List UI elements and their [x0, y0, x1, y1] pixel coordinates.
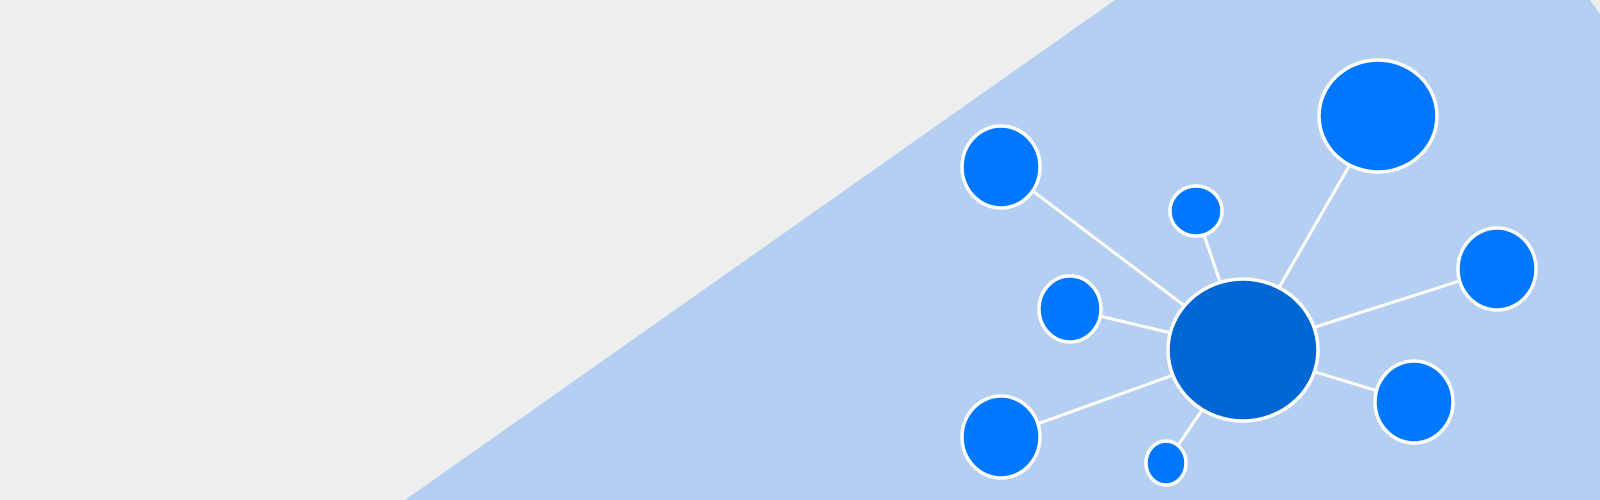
network-nodes — [960, 58, 1538, 487]
node-bottom-left — [960, 394, 1042, 480]
node-top-left — [960, 124, 1042, 210]
node-right — [1456, 226, 1538, 312]
network-hub-icon — [1166, 277, 1320, 423]
node-bottom-small — [1144, 439, 1188, 487]
node-top-right — [1317, 58, 1439, 174]
node-bottom-right — [1373, 359, 1455, 445]
node-top-small — [1168, 184, 1224, 238]
node-mid-left — [1037, 274, 1103, 344]
